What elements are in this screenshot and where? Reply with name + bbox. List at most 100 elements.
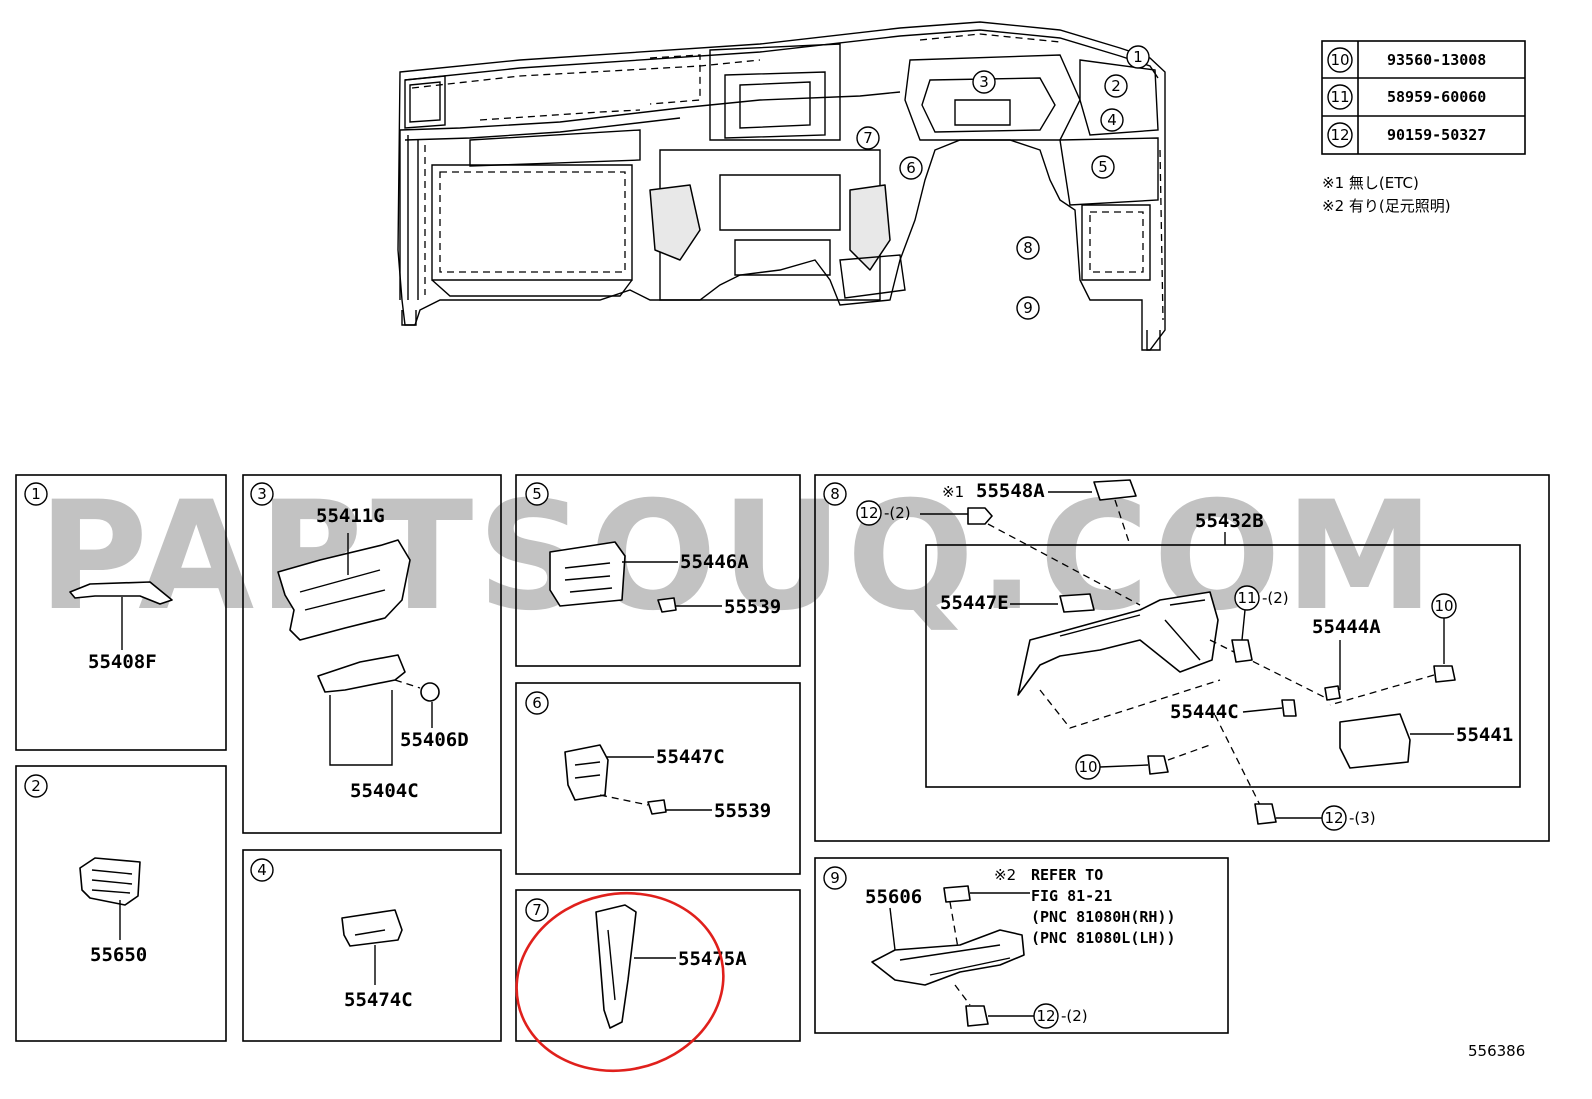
- svg-text:6: 6: [532, 694, 542, 712]
- refer-text: FIG 81-21: [1031, 887, 1112, 905]
- part-label[interactable]: 55411G: [316, 505, 385, 527]
- panel-5: 5 55446A 55539: [515, 474, 801, 667]
- svg-text:7: 7: [863, 129, 873, 147]
- note-2: ※2 有り(足元照明): [1322, 197, 1451, 215]
- part-55432B-illustration: [1017, 591, 1219, 696]
- part-label[interactable]: 55474C: [344, 989, 413, 1011]
- svg-text:12: 12: [1036, 1007, 1055, 1025]
- diagram-code: 556386: [1468, 1042, 1525, 1060]
- svg-text:1: 1: [1133, 48, 1143, 66]
- svg-text:-(2): -(2): [1061, 1007, 1088, 1025]
- panel-9: 9 55606 ※2 REFER TO FIG 81-21 (PNC 81080…: [814, 857, 1229, 1034]
- highlight-circle: [515, 891, 725, 1073]
- part-label[interactable]: 55446A: [680, 551, 749, 573]
- svg-text:11: 11: [1237, 589, 1256, 607]
- part-label[interactable]: 55447E: [940, 592, 1009, 614]
- part-55406D-illustration: [420, 682, 440, 702]
- part-55475A-illustration: [595, 904, 637, 1029]
- svg-text:2: 2: [1111, 77, 1121, 95]
- svg-text:8: 8: [1023, 239, 1033, 257]
- svg-text:7: 7: [532, 901, 542, 919]
- panel-7: 7 55475A: [515, 889, 801, 1073]
- clip-illustration: [1254, 803, 1277, 825]
- svg-text:4: 4: [257, 861, 267, 879]
- part-label[interactable]: 55650: [90, 944, 147, 966]
- svg-text:10: 10: [1078, 758, 1097, 776]
- svg-text:4: 4: [1107, 111, 1117, 129]
- part-55446A-illustration: [549, 541, 626, 607]
- svg-text:※2: ※2: [994, 866, 1016, 884]
- part-label[interactable]: 55539: [724, 596, 781, 618]
- svg-text:5: 5: [1098, 158, 1108, 176]
- panel-1: 1 55408F: [15, 474, 227, 751]
- svg-text:12: 12: [859, 504, 878, 522]
- part-55606-illustration: [871, 929, 1025, 986]
- foot-lamp-illustration: [943, 885, 971, 903]
- part-55474C-illustration: [341, 909, 403, 947]
- svg-text:11: 11: [1330, 88, 1349, 106]
- part-label[interactable]: 55606: [865, 886, 922, 908]
- svg-text:3: 3: [979, 73, 989, 91]
- part-label[interactable]: 55408F: [88, 651, 157, 673]
- part-label[interactable]: 55444A: [1312, 616, 1381, 638]
- part-55548A-illustration: [1093, 479, 1137, 501]
- svg-text:12: 12: [1324, 809, 1343, 827]
- part-label[interactable]: 55441: [1456, 724, 1513, 746]
- svg-text:-(3): -(3): [1349, 809, 1376, 827]
- svg-text:1: 1: [31, 485, 41, 503]
- svg-text:58959-60060: 58959-60060: [1387, 88, 1486, 106]
- svg-text:2: 2: [31, 777, 41, 795]
- refer-text: REFER TO: [1031, 866, 1103, 884]
- part-label[interactable]: 55432B: [1195, 510, 1264, 532]
- part-55447C-illustration: [564, 744, 609, 801]
- part-label[interactable]: 55539: [714, 800, 771, 822]
- refer-text: (PNC 81080H(RH)): [1031, 908, 1176, 926]
- panel-8: 8 ※1 55548A 12 -(2) 55432B 55447E 11 -(2…: [814, 474, 1550, 842]
- part-label[interactable]: 55548A: [976, 480, 1045, 502]
- part-55539-illustration: [647, 799, 667, 815]
- part-label[interactable]: 55447C: [656, 746, 725, 768]
- overview-callouts: 1 2 3 4 5 6 7 8 9: [856, 45, 1150, 320]
- svg-text:-(2): -(2): [1262, 589, 1289, 607]
- reference-row: 12 90159-50327: [1327, 122, 1486, 148]
- part-55408F-illustration: [69, 581, 173, 605]
- clip-illustration: [967, 507, 993, 525]
- refer-text: (PNC 81080L(LH)): [1031, 929, 1176, 947]
- svg-text:3: 3: [257, 485, 267, 503]
- svg-text:10: 10: [1434, 597, 1453, 615]
- svg-text:90159-50327: 90159-50327: [1387, 126, 1486, 144]
- part-55404C-illustration: [317, 654, 406, 693]
- part-label[interactable]: 55444C: [1170, 701, 1239, 723]
- panel-3: 3 55411G 55406D 55404C: [242, 474, 502, 834]
- reference-row: 10 93560-13008: [1327, 47, 1486, 73]
- part-55539-illustration: [657, 597, 677, 613]
- svg-text:6: 6: [906, 159, 916, 177]
- reference-table: 10 93560-13008 11 58959-60060 12 90159-5…: [1321, 40, 1526, 215]
- part-55447E-illustration: [1059, 593, 1095, 613]
- clip-illustration: [1433, 665, 1456, 683]
- svg-text:9: 9: [830, 869, 840, 887]
- part-label[interactable]: 55475A: [678, 948, 747, 970]
- clip-illustration: [1147, 755, 1169, 775]
- panel-6: 6 55447C 55539: [515, 682, 801, 875]
- part-55411G-illustration: [277, 539, 411, 641]
- svg-text:93560-13008: 93560-13008: [1387, 51, 1486, 69]
- note-1: ※1 無し(ETC): [1322, 174, 1419, 192]
- panel-2: 2 55650: [15, 765, 227, 1042]
- part-label[interactable]: 55406D: [400, 729, 469, 751]
- svg-text:8: 8: [830, 485, 840, 503]
- svg-text:12: 12: [1330, 126, 1349, 144]
- svg-text:-(2): -(2): [884, 504, 911, 522]
- svg-text:9: 9: [1023, 299, 1033, 317]
- part-55441-illustration: [1339, 713, 1411, 769]
- dashboard-overview-drawing: 1 2 3 4 5 6 7 8 9: [397, 21, 1166, 351]
- part-label[interactable]: 55404C: [350, 780, 419, 802]
- svg-text:※1: ※1: [942, 483, 964, 501]
- svg-text:5: 5: [532, 485, 542, 503]
- panel-4: 4 55474C: [242, 849, 502, 1042]
- clip-illustration: [1231, 639, 1253, 663]
- clip-illustration: [965, 1005, 989, 1027]
- reference-row: 11 58959-60060: [1327, 84, 1486, 110]
- svg-text:10: 10: [1330, 51, 1349, 69]
